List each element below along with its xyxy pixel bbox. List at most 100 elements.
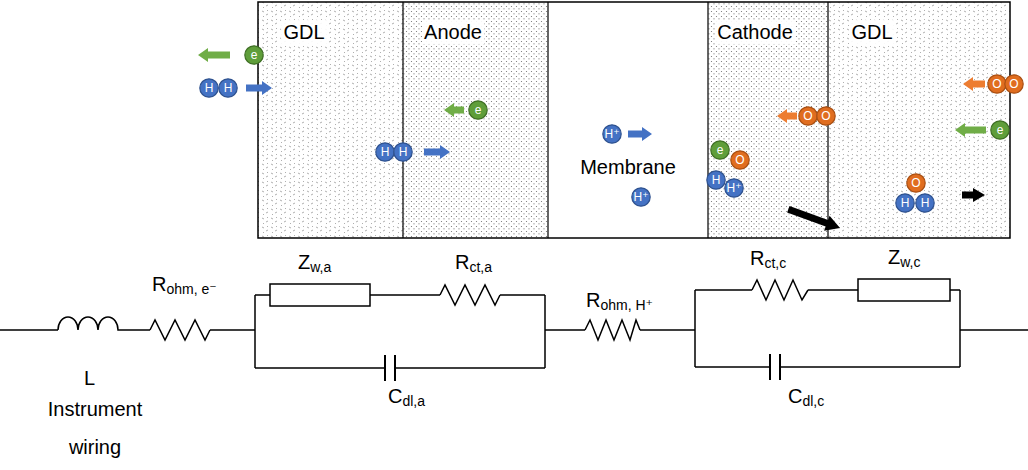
particle-circle: e [990,120,1010,140]
particle-symbol: O [987,74,1007,94]
particle-symbol: H [706,170,726,190]
particle-disc [799,107,817,125]
label-holder: Z [298,250,310,274]
capacitor-symbol [385,354,780,381]
component-subscript: ct,c [764,255,786,272]
component-symbol: L [84,366,95,390]
particle-circle: O [730,150,750,170]
oxygen-arrow [963,77,985,91]
particle-symbol: H [375,142,395,162]
particle-circle: H⁺ [724,178,744,198]
layer-band: Anodee [403,2,548,238]
component-symbol: R [586,288,600,312]
particle-disc [725,179,743,197]
particle-disc [991,121,1009,139]
component-symbol: C [388,384,402,408]
label-holder: w,c [900,254,920,271]
particle-circle: O [1004,74,1024,94]
label-holder: ct,c [764,255,786,272]
particle-disc [469,101,487,119]
hydrogen-arrow [246,81,272,95]
component-symbol: Z [888,245,900,269]
component-subscript: dl,a [402,393,425,410]
particle-circle: e [244,45,264,65]
oxygen-arrow [777,109,797,123]
particle-disc [219,79,237,97]
particle-symbol: H⁺ [724,178,744,198]
component-symbol: C [788,384,802,408]
label-holder: dl,a [402,393,425,410]
warburg-element [270,284,370,306]
particle-disc [896,194,914,212]
membrane-fill [548,2,708,238]
label-holder: ohm, H⁺ [600,297,653,314]
particle-symbol: H [895,193,915,213]
gdl-texture [258,2,403,238]
layer-heading: Cathode [715,20,795,44]
label-holder: ohm, e⁻ [166,281,216,298]
particle-circle: e [710,140,730,160]
particle-disc [988,75,1006,93]
particle-disc [1005,75,1023,93]
component-subscript: w,c [900,254,920,271]
particle-disc [200,79,218,97]
particle-symbol: H [915,193,935,213]
label-holder: Instrument wiring [40,390,150,466]
particle-circle: H [895,193,915,213]
particle-symbol: H [218,78,238,98]
particle-circle: O [906,173,926,193]
label-holder: w,a [310,259,331,276]
electron-arrow [198,48,230,62]
layer-divider [403,2,828,238]
label-holder: C [388,384,402,408]
proton-arrow [628,127,652,141]
particle-disc [376,143,394,161]
particle-disc [603,125,621,143]
component-subscript: ohm, e⁻ [166,281,216,298]
particle-symbol: e [244,45,264,65]
particle-symbol: H⁺ [631,187,651,207]
particle-circle: H [706,170,726,190]
label-holder: ct,a [469,259,492,276]
particle-disc [632,188,650,206]
particle-symbol: e [468,100,488,120]
particle-disc [707,171,725,189]
resistor-symbol [150,320,210,340]
particle-circle: H [393,142,413,162]
component-symbol: R [455,250,469,274]
gdl-texture [828,2,1010,238]
label-holder: R [750,246,764,270]
particle-disc [245,46,263,64]
particle-symbol: O [1004,74,1024,94]
component-symbol: R [152,272,166,296]
particle-symbol: e [710,140,730,160]
inductor-symbol [58,317,128,330]
flow-arrows [198,48,986,236]
layer-heading: GDL [281,20,326,44]
label-holder: R [586,288,600,312]
layer-band: GDLOOOeOHH [828,2,1010,238]
particle-circle: H⁺ [631,187,651,207]
particle-symbol: O [906,173,926,193]
particle-circle: O [987,74,1007,94]
component-subscript: dl,c [802,393,824,410]
cell-layers [258,2,1010,238]
component-subscript: ohm, H⁺ [600,297,653,314]
hydrogen-arrow [424,145,450,159]
label-holder: R [455,250,469,274]
layer-heading: GDL [849,20,894,44]
particle-disc [817,107,835,125]
particle-circle: H [199,78,219,98]
label-holder: R [152,272,166,296]
electrode-texture [403,2,548,238]
particle-symbol: O [798,106,818,126]
component-subscript: ct,a [469,259,492,276]
electron-arrow [444,103,464,117]
water-arrow [962,188,985,202]
particle-circle: H⁺ [602,124,622,144]
particle-symbol: H [393,142,413,162]
label-holder: Z [888,245,900,269]
component-symbol: Z [298,250,310,274]
